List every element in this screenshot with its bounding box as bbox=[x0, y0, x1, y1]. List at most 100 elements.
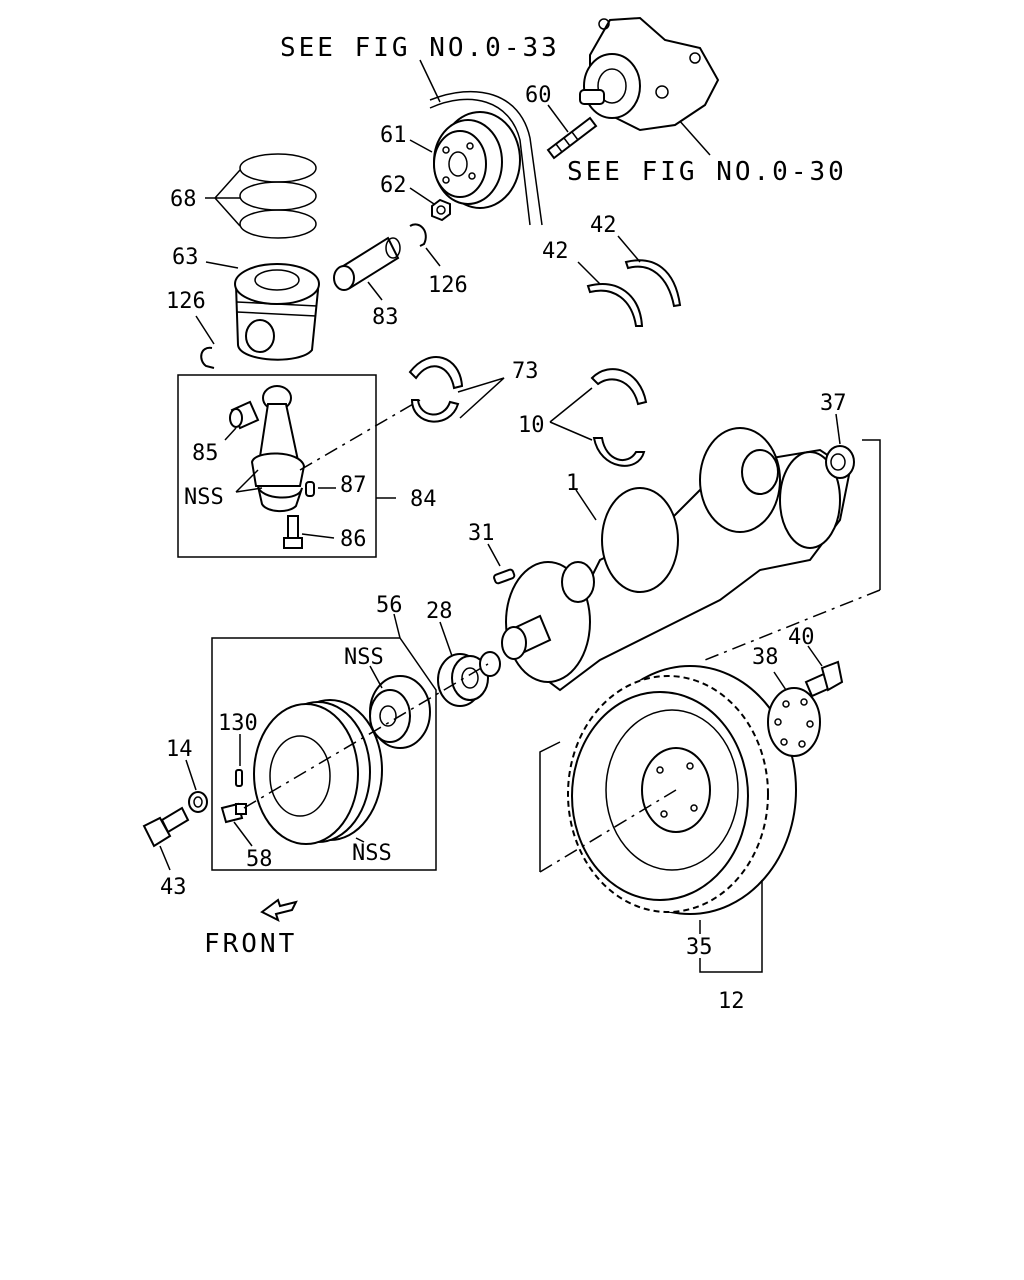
leader-126b bbox=[425, 247, 441, 267]
callout-42a: 42 bbox=[590, 213, 617, 238]
callout-87: 87 bbox=[340, 473, 367, 498]
belt-outline bbox=[429, 90, 543, 226]
callout-62: 62 bbox=[380, 173, 407, 198]
centerline-conrod bbox=[299, 399, 421, 471]
leader-38 bbox=[773, 671, 787, 691]
leader-86 bbox=[301, 533, 335, 539]
pin-130 bbox=[235, 769, 243, 787]
leader-63 bbox=[205, 261, 239, 269]
pulley-hub bbox=[369, 675, 431, 749]
callout-126a: 126 bbox=[166, 289, 206, 314]
bolt-43 bbox=[142, 806, 190, 848]
callout-42b: 42 bbox=[542, 239, 569, 264]
bolt-40 bbox=[804, 660, 844, 698]
pulley-assembly-box-56 bbox=[211, 637, 437, 871]
leader-58 bbox=[233, 821, 253, 847]
bracket-right bbox=[862, 439, 881, 590]
callout-58: 58 bbox=[246, 847, 273, 872]
leader-1 bbox=[575, 489, 597, 521]
callout-31: 31 bbox=[468, 521, 495, 546]
callout-14: 14 bbox=[166, 737, 193, 762]
callout-nss2: NSS bbox=[344, 645, 384, 670]
callout-38: 38 bbox=[752, 645, 779, 670]
callout-nss1: NSS bbox=[184, 485, 224, 510]
bushing-85 bbox=[229, 400, 260, 430]
plate-38 bbox=[767, 687, 821, 757]
piston-rings-68 bbox=[239, 153, 317, 239]
callout-68: 68 bbox=[170, 187, 197, 212]
crank-gear-28 bbox=[437, 651, 501, 707]
leader-37 bbox=[835, 413, 841, 445]
leader-nss3 bbox=[355, 837, 365, 843]
snap-ring-126-left bbox=[200, 346, 215, 369]
callout-86: 86 bbox=[340, 527, 367, 552]
callout-60: 60 bbox=[525, 83, 552, 108]
callout-63: 63 bbox=[172, 245, 199, 270]
pilot-bearing-37 bbox=[825, 445, 855, 479]
leader-126a bbox=[195, 315, 215, 345]
conrod-bearing-73 bbox=[408, 356, 464, 423]
leader-43 bbox=[159, 845, 171, 871]
leader-40 bbox=[807, 645, 823, 667]
bolt-58 bbox=[220, 802, 247, 824]
leader-62 bbox=[409, 187, 435, 205]
connecting-rod bbox=[250, 385, 306, 512]
bracket-left bbox=[539, 741, 561, 872]
centerline-right bbox=[699, 589, 881, 663]
callout-nss3: NSS bbox=[352, 841, 392, 866]
leader-31 bbox=[487, 543, 501, 567]
fan-pulley-61 bbox=[433, 111, 521, 209]
leader-42a bbox=[617, 235, 641, 263]
centerline-pulley bbox=[243, 663, 489, 809]
ref-fig-0-30: SEE FIG NO.0-30 bbox=[567, 157, 847, 187]
callout-10: 10 bbox=[518, 413, 545, 438]
callout-83: 83 bbox=[372, 305, 399, 330]
callout-12: 12 bbox=[718, 989, 745, 1014]
part-87 bbox=[305, 481, 315, 497]
washer-14 bbox=[188, 791, 208, 813]
conrod-assembly-box-84 bbox=[177, 374, 377, 558]
leader-56 bbox=[393, 613, 401, 639]
crank-pulley bbox=[253, 699, 383, 845]
callout-43: 43 bbox=[160, 875, 187, 900]
callout-126b: 126 bbox=[428, 273, 468, 298]
leader-28 bbox=[439, 621, 453, 657]
thrust-washer-42-upper bbox=[624, 259, 682, 308]
ref-fig-0-33: SEE FIG NO.0-33 bbox=[280, 33, 560, 63]
leader-42b bbox=[577, 261, 601, 285]
leader-14 bbox=[185, 759, 197, 791]
callout-73: 73 bbox=[512, 359, 539, 384]
leader-60 bbox=[547, 104, 569, 133]
callout-37: 37 bbox=[820, 391, 847, 416]
leader-nss1 bbox=[235, 469, 263, 493]
piston-63 bbox=[234, 263, 320, 361]
centerline-flywheel bbox=[539, 789, 677, 873]
bracket-12 bbox=[699, 880, 763, 973]
bolt-86 bbox=[283, 515, 303, 549]
callout-40: 40 bbox=[788, 625, 815, 650]
leader-85 bbox=[224, 427, 237, 441]
snap-ring-126-right bbox=[409, 223, 427, 247]
callout-61: 61 bbox=[380, 123, 407, 148]
callout-56: 56 bbox=[376, 593, 403, 618]
callout-28: 28 bbox=[426, 599, 453, 624]
stud-60 bbox=[546, 116, 598, 160]
key-31 bbox=[493, 568, 516, 585]
leader-83 bbox=[367, 281, 383, 301]
callout-84: 84 bbox=[410, 487, 437, 512]
leader-68 bbox=[205, 169, 241, 227]
callout-85: 85 bbox=[192, 441, 219, 466]
piston-pin-83 bbox=[333, 236, 401, 291]
washer-14-hole bbox=[193, 796, 203, 808]
callout-1: 1 bbox=[566, 471, 579, 496]
crankshaft-1 bbox=[501, 427, 852, 692]
leader-73 bbox=[457, 377, 505, 419]
leader-nss2 bbox=[369, 665, 383, 689]
nut-62 bbox=[431, 198, 451, 222]
water-pump bbox=[579, 16, 720, 132]
callout-130: 130 bbox=[218, 711, 258, 736]
ref-leader-0-33 bbox=[419, 59, 441, 103]
leader-10 bbox=[549, 387, 593, 441]
damper-flywheel-35 bbox=[567, 665, 797, 915]
